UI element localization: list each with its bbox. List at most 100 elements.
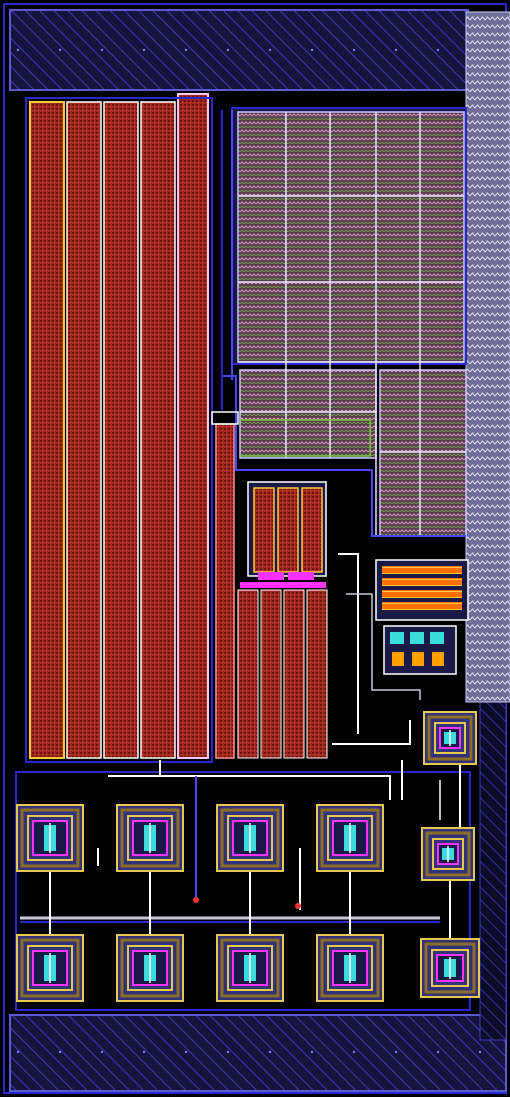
via-cell (410, 632, 424, 644)
right-guard-ring (479, 699, 507, 1041)
bjt-cell (116, 804, 184, 872)
bjt-collector-ring (127, 815, 173, 861)
rail-dot (310, 48, 314, 52)
rail-dot (184, 48, 188, 52)
resistor-bank-outline (25, 97, 213, 763)
bjt-base-ring (20, 938, 80, 998)
bjt-base-ring (427, 715, 473, 761)
array-bus (222, 375, 466, 537)
bjt-unit-array (16, 804, 480, 1002)
rail-dot (100, 48, 104, 52)
bjt-collector-ring (432, 838, 464, 870)
capacitor-plate (382, 578, 462, 586)
rail-dot (226, 48, 230, 52)
transistor-strip (306, 589, 328, 759)
bjt-base-ring (120, 938, 180, 998)
rail-dot (142, 48, 146, 52)
dummy-fill-column (465, 11, 510, 703)
bjt-cell (16, 934, 84, 1002)
rail-dot (436, 1050, 440, 1054)
bjt-collector-ring (434, 722, 466, 754)
bjt-cell (16, 804, 84, 872)
rail-dot (142, 1050, 146, 1054)
resistor-strip (177, 93, 209, 759)
via-cell (432, 652, 444, 666)
rail-dot (310, 1050, 314, 1054)
transistor-finger (301, 487, 323, 573)
via-cell (392, 652, 404, 666)
resistor-contact (211, 411, 239, 425)
top-power-rail (9, 9, 469, 91)
resistor-strip (66, 101, 102, 759)
rail-dot (100, 1050, 104, 1054)
contact-bar (240, 582, 326, 588)
rail-dot (16, 48, 20, 52)
bjt-base-ring (424, 942, 476, 994)
rail-dot (184, 1050, 188, 1054)
rail-dot (436, 48, 440, 52)
capacitor-unit-block (237, 111, 465, 363)
rail-dot (352, 48, 356, 52)
rail-dot (268, 48, 272, 52)
transistor-strip (283, 589, 305, 759)
resistor-strip (140, 101, 176, 759)
resistor-strip (103, 101, 139, 759)
bjt-unit-array-extra (421, 711, 477, 881)
bjt-collector-ring (227, 815, 273, 861)
bjt-collector-ring (327, 945, 373, 991)
transistor-strip-group (237, 582, 328, 759)
capacitor-unit-block (239, 369, 377, 459)
resistor-strip (215, 423, 235, 759)
matched-transistor-group (247, 481, 327, 580)
bjt-base-ring (425, 831, 471, 877)
rail-dot (58, 1050, 62, 1054)
bjt-base-ring (320, 808, 380, 868)
bjt-base-ring (220, 808, 280, 868)
rail-dot (478, 1050, 482, 1054)
transistor-finger (277, 487, 299, 573)
transistor-finger (253, 487, 275, 573)
bjt-collector-ring (327, 815, 373, 861)
bjt-collector-ring (27, 945, 73, 991)
bjt-cell (216, 934, 284, 1002)
bjt-cell (316, 934, 384, 1002)
bjt-collector-ring (27, 815, 73, 861)
bjt-base-ring (20, 808, 80, 868)
bjt-base-ring (320, 938, 380, 998)
contact-bar (258, 572, 284, 580)
rail-dot (394, 48, 398, 52)
transistor-strip (237, 589, 259, 759)
bjt-cell (420, 938, 480, 998)
rail-dot (268, 1050, 272, 1054)
capacitor-plate (382, 590, 462, 598)
bjt-cell (316, 804, 384, 872)
array-trace (240, 419, 371, 457)
switch-cluster (383, 625, 457, 675)
bjt-collector-ring (127, 945, 173, 991)
bjt-outer-ring (421, 827, 475, 881)
via-cell (430, 632, 444, 644)
rail-dot (394, 1050, 398, 1054)
capacitor-plate (382, 602, 462, 610)
bottom-ground-rail (9, 1014, 507, 1092)
poly-resistor-bank (25, 93, 213, 763)
bjt-cell (423, 711, 477, 765)
rail-dot (16, 1050, 20, 1054)
rail-dot (226, 1050, 230, 1054)
rail-dot (352, 1050, 356, 1054)
bjt-base-ring (220, 938, 280, 998)
via-cell (412, 652, 424, 666)
bjt-collector-ring (227, 945, 273, 991)
bjt-base-ring (120, 808, 180, 868)
bjt-collector-ring (431, 949, 469, 987)
rail-dot (58, 48, 62, 52)
small-capacitor-stack (375, 559, 469, 621)
bjt-cell (216, 804, 284, 872)
via-cell (390, 632, 404, 644)
transistor-strip (260, 589, 282, 759)
capacitor-unit-block (379, 369, 467, 537)
mim-capacitor-array (222, 107, 467, 537)
capacitor-array-grid (238, 112, 466, 536)
resistor-strip (29, 101, 65, 759)
